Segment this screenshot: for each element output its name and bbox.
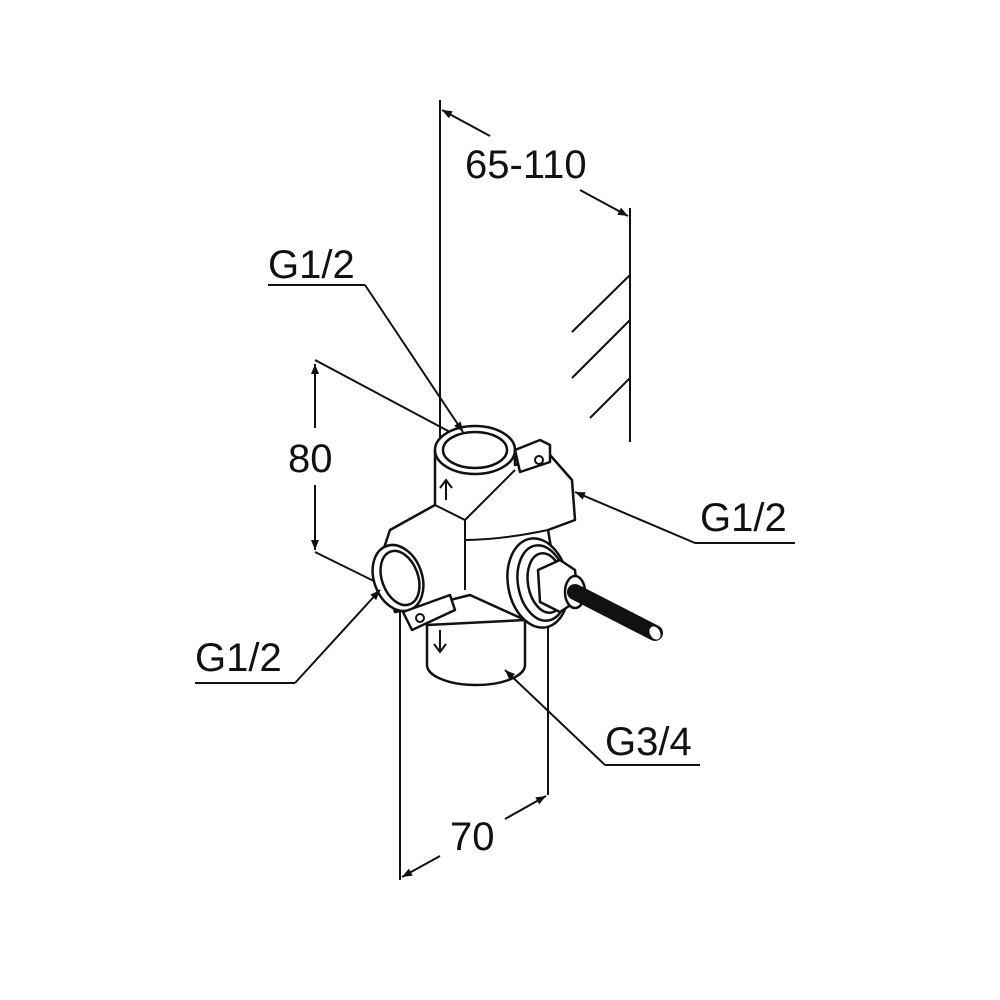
dimension-wall-depth: 65-110 bbox=[439, 100, 629, 440]
left-connection-label: G1/2 bbox=[195, 636, 282, 680]
valve-stem bbox=[567, 584, 663, 641]
valve-body bbox=[371, 424, 587, 687]
callout-bottom-connection: G3/4 bbox=[504, 669, 700, 766]
wall bbox=[571, 208, 631, 442]
bottom-connection-label: G3/4 bbox=[605, 720, 692, 764]
callout-right-connection: G1/2 bbox=[574, 491, 795, 544]
callout-top-connection: G1/2 bbox=[268, 243, 464, 433]
dimension-height: 80 bbox=[288, 359, 451, 591]
dimension-height-label: 80 bbox=[288, 437, 333, 481]
dimension-wall-depth-label: 65-110 bbox=[465, 143, 587, 187]
dimension-width-label: 70 bbox=[450, 815, 495, 859]
right-connection-label: G1/2 bbox=[700, 496, 787, 540]
top-connection-label: G1/2 bbox=[268, 243, 355, 287]
callout-left-connection: G1/2 bbox=[195, 589, 381, 684]
